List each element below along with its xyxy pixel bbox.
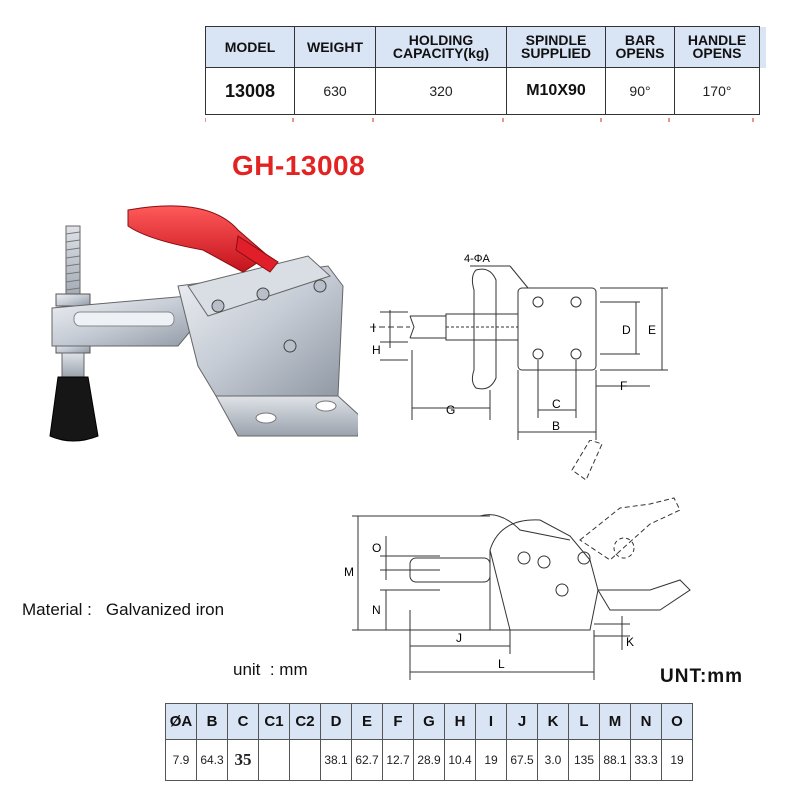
mount-hole	[315, 400, 337, 412]
rivet	[211, 299, 225, 313]
dim-header-15: N	[630, 703, 662, 740]
hole-callout-label: 4-ΦA	[464, 253, 491, 265]
rivet	[283, 339, 297, 353]
dim-label-e: E	[648, 323, 656, 337]
dim-label-d: D	[622, 323, 631, 337]
top-view-drawing: 4-ΦA I H G C B D E F	[370, 253, 668, 440]
dim-value-16: 19	[661, 739, 693, 781]
dim-value-15: 33.3	[630, 739, 662, 781]
dim-header-16: O	[661, 703, 693, 740]
dim-header-11: J	[506, 703, 538, 740]
dim-header-3: C1	[258, 703, 290, 740]
dim-header-2: C	[227, 703, 259, 740]
spec-weight: 630	[294, 67, 376, 115]
dim-value-13: 135	[568, 739, 600, 781]
unit-note: unit : mm	[233, 660, 308, 679]
dim-value-6: 62.7	[351, 739, 383, 781]
spec-header-holding-capacity: HOLDING CAPACITY(kg)	[375, 26, 507, 68]
material-line: Material : Galvanized iron	[22, 600, 224, 620]
spec-table-edge	[759, 26, 766, 68]
spec-row: 13008 630 320 M10X90 90° 170°	[205, 67, 766, 115]
hex-nut	[55, 293, 91, 307]
dim-header-12: K	[537, 703, 569, 740]
spec-header-weight: WEIGHT	[294, 26, 376, 68]
dim-value-3	[258, 739, 290, 781]
dim-header-1: B	[196, 703, 228, 740]
red-handle	[127, 205, 269, 273]
dim-value-14: 88.1	[599, 739, 631, 781]
handle-grip	[235, 235, 279, 273]
dim-label-i: I	[372, 321, 375, 335]
dim-value-1: 64.3	[196, 739, 228, 781]
bar-slot	[73, 311, 175, 327]
side-view-drawing: M O N J L K	[344, 440, 691, 680]
material-value: Galvanized iron	[105, 600, 225, 619]
dim-header-13: L	[568, 703, 600, 740]
material-label: Material :	[22, 600, 92, 619]
product-photo	[49, 205, 358, 442]
dim-value-8: 28.9	[413, 739, 445, 781]
rubber-tip	[49, 376, 99, 442]
dim-value-2: 35	[227, 739, 259, 781]
dim-label-b: B	[552, 419, 560, 433]
dim-header-7: F	[382, 703, 414, 740]
spec-table: MODEL WEIGHT HOLDING CAPACITY(kg) SPINDL…	[205, 26, 766, 115]
dim-label-k: K	[626, 635, 634, 649]
product-title: GH-13008	[232, 150, 366, 181]
dim-value-10: 19	[475, 739, 507, 781]
spec-holding-capacity: 320	[375, 67, 507, 115]
spec-handle-opens: 170°	[674, 67, 760, 115]
dim-label-o: O	[372, 541, 381, 555]
dim-header-5: D	[320, 703, 352, 740]
dim-header-0: ØA	[165, 703, 197, 740]
dim-label-n: N	[372, 603, 381, 617]
spindle-thread	[65, 225, 81, 307]
dim-value-4	[289, 739, 321, 781]
spec-model: 13008	[205, 67, 295, 115]
unit-note-bold: UNT:mm	[660, 666, 744, 687]
base-plate	[215, 395, 358, 437]
dim-label-h: H	[372, 343, 381, 357]
spec-table-cut-marks	[205, 118, 754, 122]
dim-label-j: J	[456, 631, 462, 645]
rivet	[313, 279, 327, 293]
dim-value-5: 38.1	[320, 739, 352, 781]
dim-value-11: 67.5	[506, 739, 538, 781]
dim-header-9: H	[444, 703, 476, 740]
spec-header-bar-opens: BAR OPENS	[605, 26, 675, 68]
spec-spindle: M10X90	[506, 67, 606, 115]
dim-label-f: F	[620, 379, 627, 393]
dim-label-l: L	[498, 657, 505, 671]
dim-header-6: E	[351, 703, 383, 740]
dim-header-4: C2	[289, 703, 321, 740]
spec-header-model: MODEL	[205, 26, 295, 68]
dim-value-0: 7.9	[165, 739, 197, 781]
dim-label-c: C	[552, 397, 561, 411]
dim-value-9: 10.4	[444, 739, 476, 781]
dim-label-g: G	[446, 403, 455, 417]
dim-value-7: 12.7	[382, 739, 414, 781]
dim-value-12: 3.0	[537, 739, 569, 781]
mount-hole	[255, 412, 277, 424]
spindle-shank	[61, 352, 85, 378]
rivet	[256, 287, 270, 301]
dim-label-m: M	[344, 565, 354, 579]
spec-bar-opens: 90°	[605, 67, 675, 115]
spec-table-edge	[759, 67, 766, 115]
dim-header-14: M	[599, 703, 631, 740]
dim-header-8: G	[413, 703, 445, 740]
dim-header-10: I	[475, 703, 507, 740]
spec-header-spindle: SPINDLE SUPPLIED	[506, 26, 606, 68]
spec-header-handle-opens: HANDLE OPENS	[674, 26, 760, 68]
